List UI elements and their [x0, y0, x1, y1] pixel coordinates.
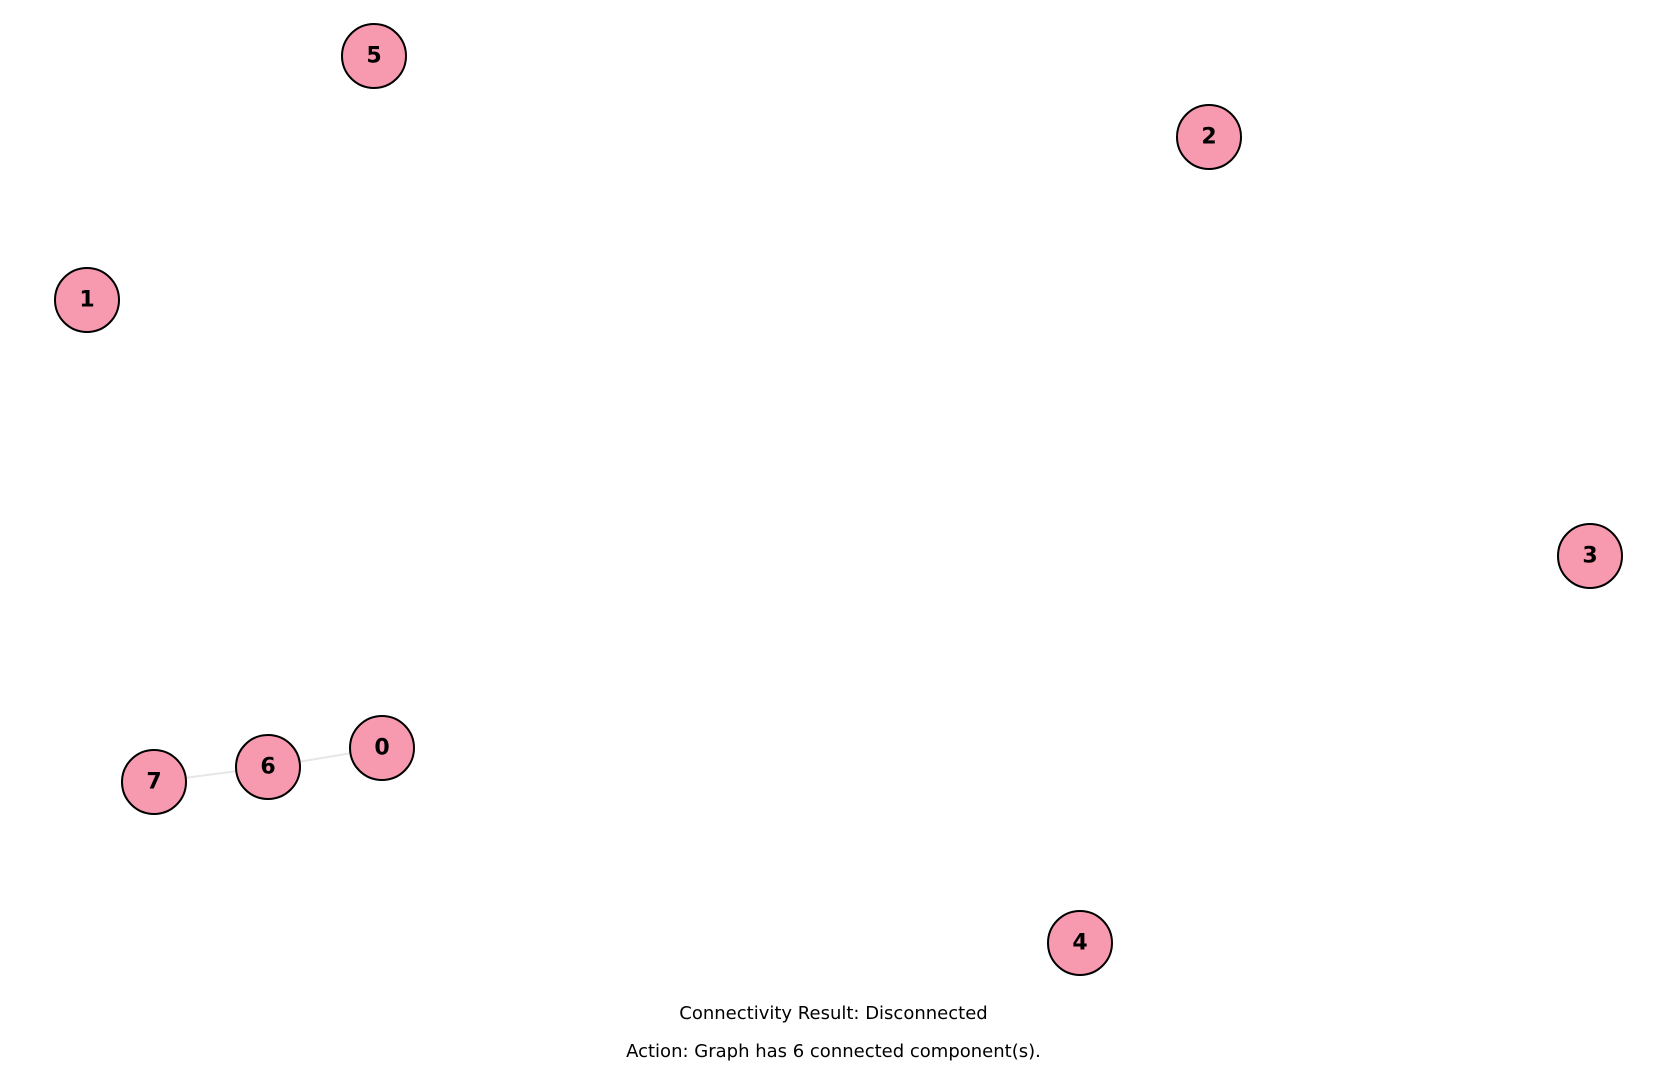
- node-label-5: 5: [366, 44, 381, 69]
- node-circle-2: [1176, 104, 1242, 170]
- node-6: 6: [235, 734, 301, 800]
- node-0: 0: [349, 715, 415, 781]
- connectivity-result-text: Connectivity Result: Disconnected: [679, 1003, 988, 1024]
- node-label-6: 6: [260, 755, 275, 780]
- node-circle-4: [1047, 910, 1113, 976]
- nodes-layer: 0 1 2 3 4 5 6 7: [54, 23, 1623, 976]
- node-1: 1: [54, 267, 120, 333]
- node-circle-7: [121, 749, 187, 815]
- node-circle-3: [1557, 523, 1623, 589]
- action-text: Action: Graph has 6 connected component(…: [626, 1041, 1041, 1062]
- node-label-1: 1: [79, 288, 94, 313]
- node-circle-1: [54, 267, 120, 333]
- node-circle-6: [235, 734, 301, 800]
- node-7: 7: [121, 749, 187, 815]
- node-2: 2: [1176, 104, 1242, 170]
- node-label-0: 0: [374, 736, 389, 761]
- node-5: 5: [341, 23, 407, 89]
- node-label-4: 4: [1072, 931, 1087, 956]
- node-label-3: 3: [1582, 544, 1597, 569]
- node-4: 4: [1047, 910, 1113, 976]
- node-circle-5: [341, 23, 407, 89]
- node-label-2: 2: [1201, 125, 1216, 150]
- node-3: 3: [1557, 523, 1623, 589]
- node-label-7: 7: [146, 770, 161, 795]
- node-circle-0: [349, 715, 415, 781]
